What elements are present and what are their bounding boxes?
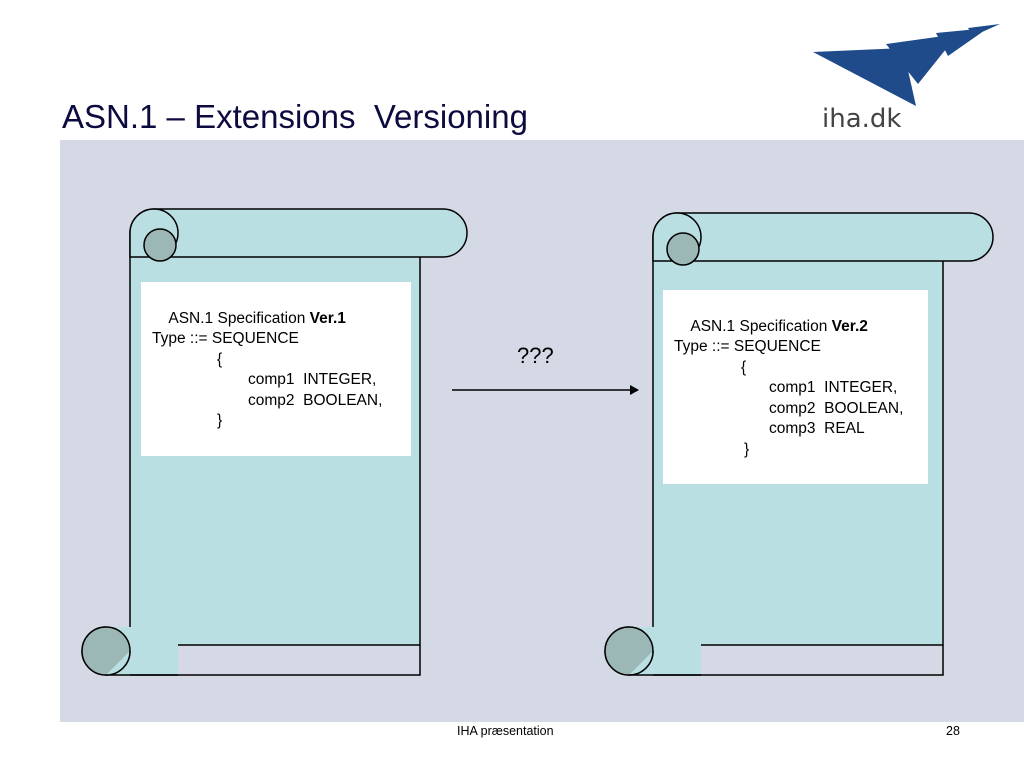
arrow-label: ??? xyxy=(517,343,554,368)
type-line: Type ::= SEQUENCE xyxy=(152,330,299,347)
close-brace: } xyxy=(217,412,223,429)
component-line: comp2 BOOLEAN, xyxy=(769,399,904,417)
close-brace: } xyxy=(744,440,750,458)
spec-box-ver1: ASN.1 Specification Ver.1 Type ::= SEQUE… xyxy=(141,282,411,456)
right-arrow-icon xyxy=(452,385,639,395)
logo-text: iha.dk xyxy=(822,104,902,134)
page-number: 28 xyxy=(946,724,960,738)
spec-box-ver2: ASN.1 Specification Ver.2 Type ::= SEQUE… xyxy=(663,290,928,484)
component-line: comp2 BOOLEAN, xyxy=(248,391,383,409)
spec-version: Ver.2 xyxy=(831,317,868,335)
component-line: comp3 REAL xyxy=(769,420,865,437)
open-brace: { xyxy=(217,350,223,368)
iha-logo-icon xyxy=(813,24,1000,106)
component-line: comp1 INTEGER, xyxy=(248,371,377,388)
spec-version: Ver.1 xyxy=(309,309,346,327)
slide-title: ASN.1 – Extensions Versioning xyxy=(62,98,528,135)
spec-heading-prefix: ASN.1 Specification xyxy=(168,309,310,327)
footer-text: IHA præsentation xyxy=(457,724,554,738)
component-line: comp1 INTEGER, xyxy=(769,379,898,396)
spec-heading-prefix: ASN.1 Specification xyxy=(690,317,832,335)
type-line: Type ::= SEQUENCE xyxy=(674,338,821,355)
open-brace: { xyxy=(741,358,747,376)
